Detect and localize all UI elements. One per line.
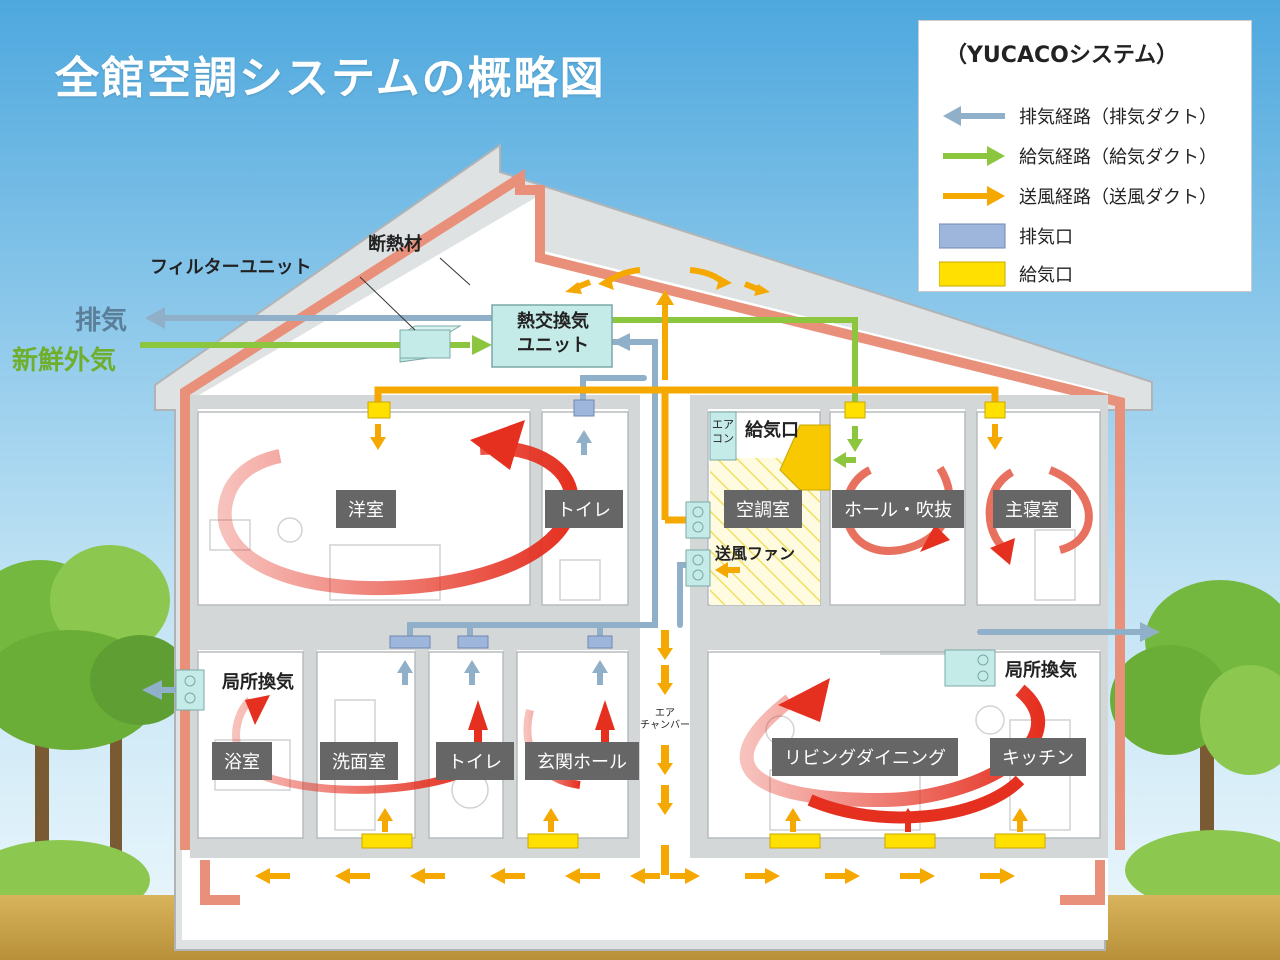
- filter-unit-label: フィルターユニット: [150, 257, 312, 278]
- exhaust-arrow-left-wall: [142, 680, 162, 700]
- heat-exchange-unit: [491, 304, 613, 368]
- aircon-label: エア コン: [712, 418, 734, 446]
- legend-label: 給気経路（給気ダクト）: [1019, 147, 1217, 168]
- air-chamber-label: エア チャンバー: [635, 708, 695, 732]
- fresh-air-label: 新鮮外気: [12, 346, 117, 376]
- room-kitchen: キッチン: [990, 738, 1086, 776]
- room-western: 洋室: [336, 490, 396, 528]
- trees-left: [0, 545, 190, 920]
- exhaust-port-icon: [938, 222, 1009, 250]
- room-entrance-hall: 玄関ホール: [525, 742, 639, 780]
- exhaust-arrow-right: [1140, 622, 1160, 642]
- room-toilet-lower: トイレ: [436, 742, 514, 780]
- local-vent-units: [175, 649, 996, 711]
- insulation-bottom-left: [200, 860, 240, 905]
- circulation-arrowheads: [245, 420, 1015, 768]
- page-title: 全館空調システムの概略図: [55, 53, 606, 104]
- legend-label: 送風経路（送風ダクト）: [1019, 187, 1217, 208]
- exhaust-arrow-icon: [939, 102, 1009, 130]
- room-living-dining: リビングダイニング: [772, 738, 958, 776]
- aircon-line2: コン: [712, 432, 734, 445]
- room-bathroom: 浴室: [212, 742, 272, 780]
- supply-flow-arrows: [370, 424, 1028, 832]
- legend-item-supply-path: 給気経路（給気ダクト）: [939, 141, 1217, 171]
- legend-label: 給気口: [1019, 265, 1073, 286]
- legend-item-exhaust-port: 排気口: [938, 221, 1073, 251]
- supply-ports: [361, 401, 1046, 849]
- supply-arrow-icon: [939, 142, 1009, 170]
- heat-exchange-line2: ユニット: [517, 335, 589, 356]
- legend-item-supply-port: 給気口: [938, 259, 1073, 289]
- room-ac: 空調室: [724, 490, 802, 528]
- legend: （YUCACOシステム） 排気経路（排気ダクト） 給気経路（給気ダクト） 送風経…: [918, 20, 1252, 292]
- air-chamber-line1: エア: [655, 708, 675, 719]
- legend-label: 排気経路（排気ダクト）: [1019, 107, 1217, 128]
- blower-fan-label: 送風ファン: [715, 544, 796, 563]
- legend-title: （YUCACOシステム）: [945, 43, 1179, 68]
- blower-arrow-icon: [939, 182, 1009, 210]
- attic-arrowheads: [565, 276, 770, 305]
- room-washroom: 洗面室: [320, 742, 398, 780]
- exhaust-label: 排気: [75, 306, 128, 336]
- exhaust-arrow-out: [145, 307, 165, 329]
- chamber-flow-arrows: [657, 630, 673, 875]
- exhaust-ports: [389, 399, 613, 649]
- heat-exchange-line1: 熱交換気: [517, 311, 589, 332]
- heat-exchange-unit-label: 熱交換気 ユニット: [498, 310, 608, 358]
- air-chamber-line2: チャンバー: [640, 720, 690, 731]
- local-vent-left-label: 局所換気: [222, 672, 294, 693]
- trees-right: [1110, 580, 1280, 910]
- exhaust-arrow-unit: [612, 333, 630, 351]
- underfloor-flow-arrows: [255, 868, 1015, 884]
- insulation-layer: [180, 168, 1125, 850]
- blower-fan-units: [685, 411, 737, 587]
- legend-item-blower-path: 送風経路（送風ダクト）: [939, 181, 1217, 211]
- exhaust-flow-arrows: [397, 430, 608, 685]
- filter-unit: [399, 325, 462, 363]
- local-vent-right-label: 局所換気: [1005, 660, 1077, 681]
- insulation-bottom-right: [1060, 860, 1105, 905]
- supply-port-icon: [938, 260, 1009, 288]
- green-flow-arrows: [833, 426, 863, 468]
- room-master-bedroom: 主寝室: [993, 490, 1071, 528]
- room-toilet-upper: トイレ: [545, 490, 623, 528]
- supply-port-label: 給気口: [745, 420, 799, 441]
- room-hall-atrium: ホール・吹抜: [832, 490, 964, 528]
- supply-arrow-in: [472, 335, 492, 355]
- aircon-line1: エア: [712, 418, 734, 431]
- legend-label: 排気口: [1019, 227, 1073, 248]
- legend-item-exhaust-path: 排気経路（排気ダクト）: [939, 101, 1217, 131]
- exhaust-duct: [159, 315, 1143, 643]
- insulation-label: 断熱材: [368, 234, 422, 255]
